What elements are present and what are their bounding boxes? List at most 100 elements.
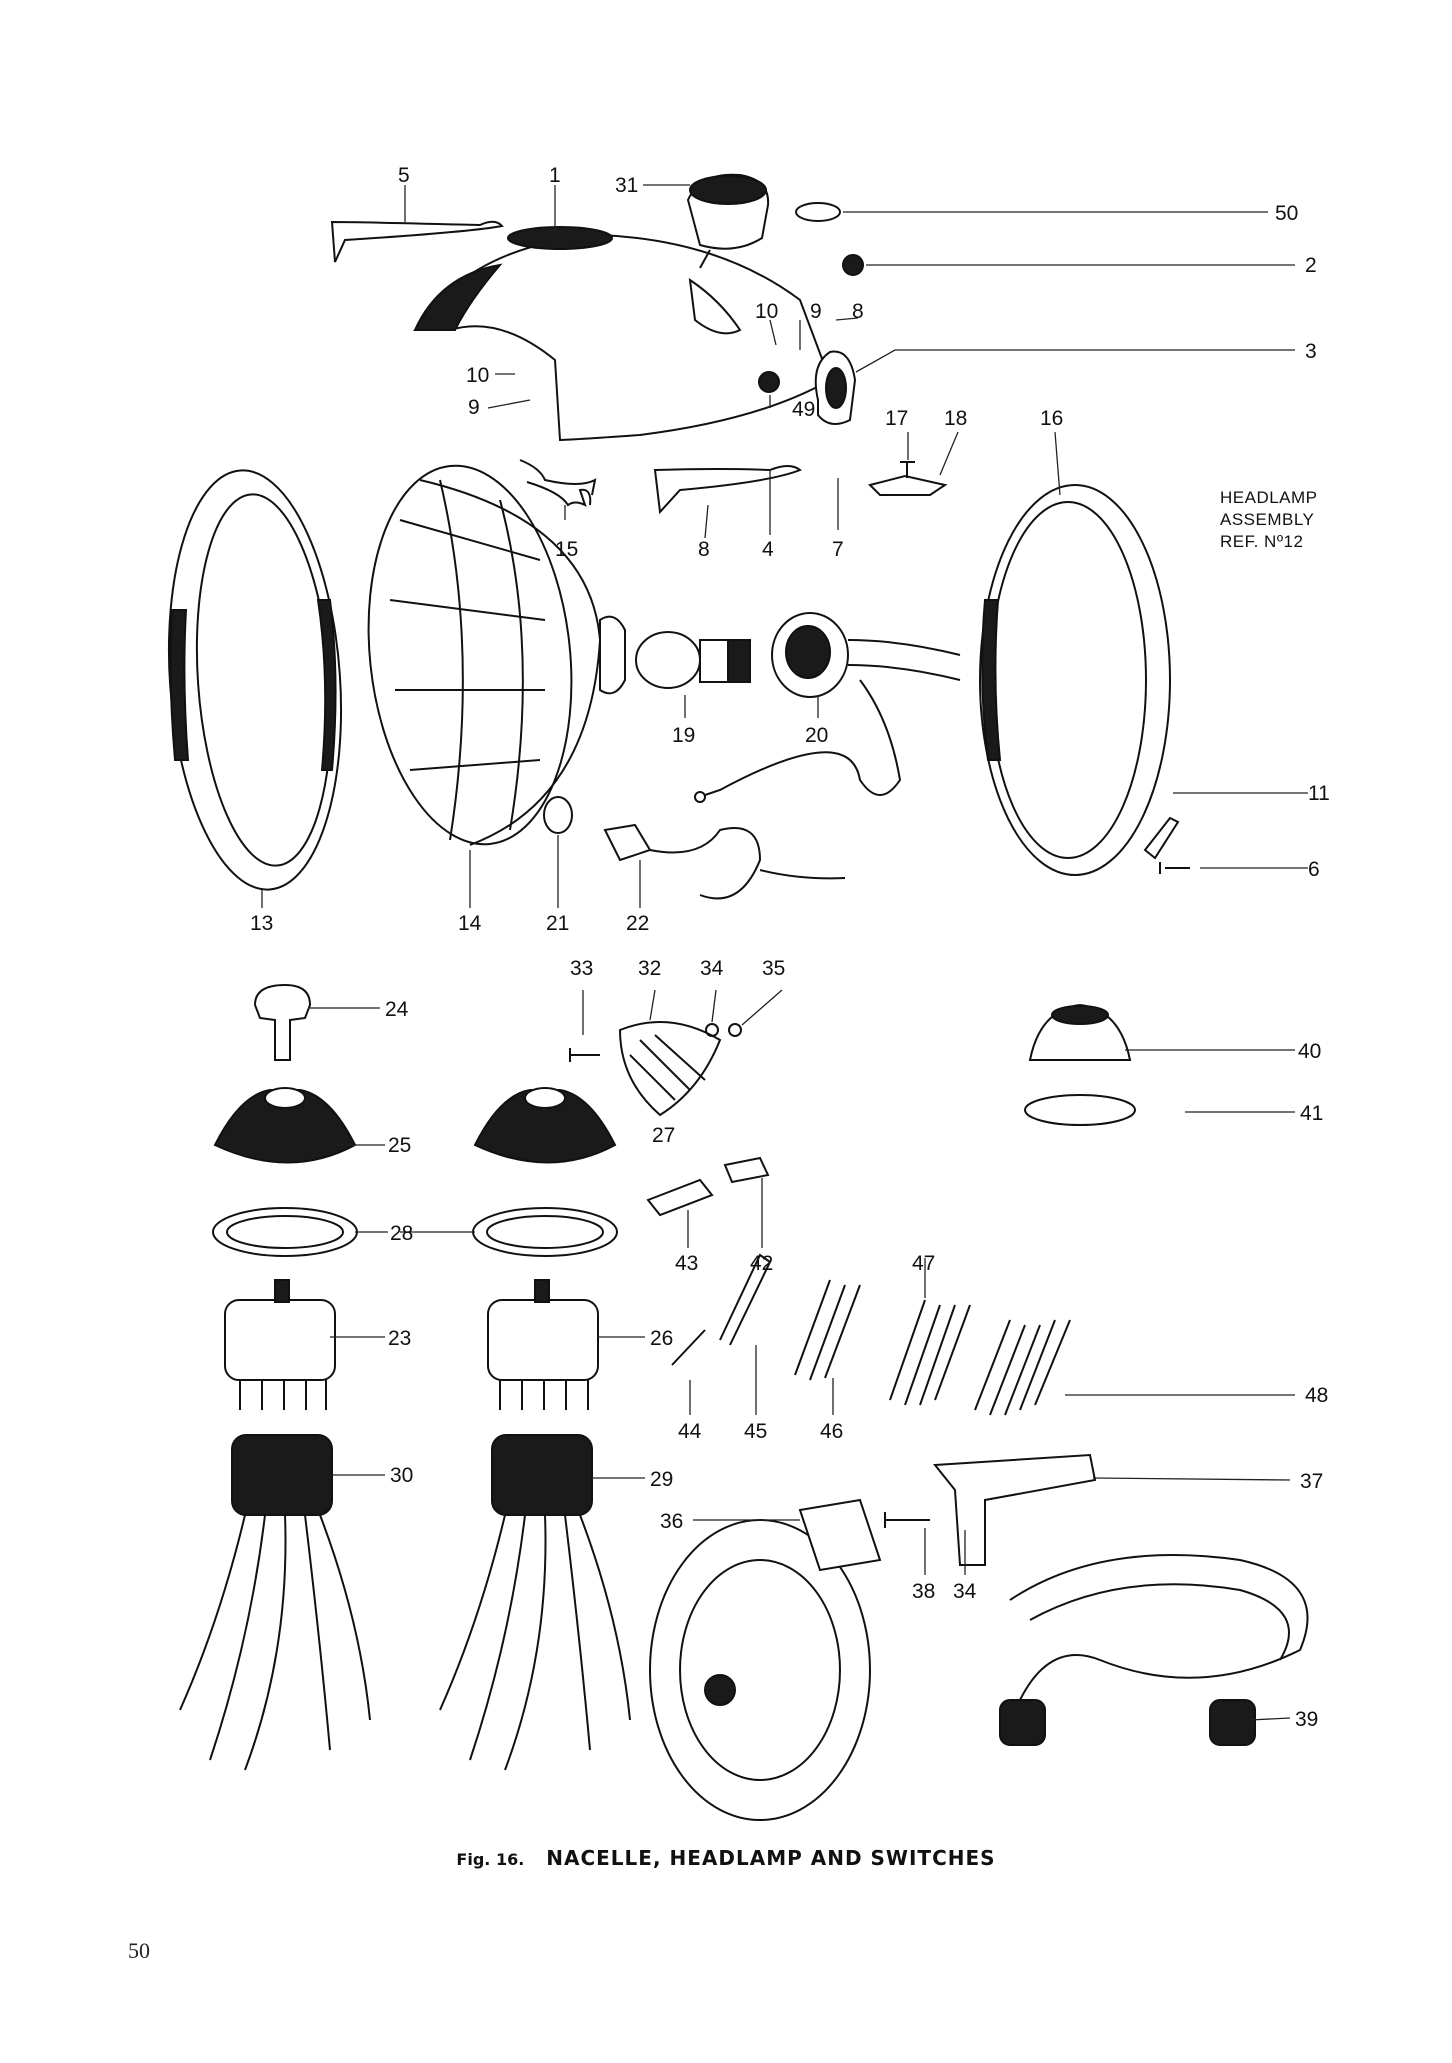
wire-clip	[519, 459, 597, 496]
part-label: 17	[885, 407, 908, 430]
part-label: 30	[390, 1464, 413, 1487]
part-label: 34	[953, 1580, 977, 1603]
part-label: 25	[388, 1134, 411, 1157]
headlamp-assembly-note: HEADLAMP ASSEMBLY REF. Nº12	[1220, 488, 1318, 551]
part-label: 48	[1305, 1384, 1328, 1407]
part-label: 20	[805, 724, 828, 747]
blanking-plug	[795, 202, 841, 222]
lighting-harness	[439, 1434, 631, 1771]
part-label: 36	[660, 1510, 683, 1533]
screw	[1159, 862, 1190, 874]
part-label: 14	[458, 912, 482, 935]
part-label: 7	[832, 538, 844, 561]
part-label: 4	[762, 538, 774, 561]
part-label: 31	[615, 174, 638, 197]
part-label: 38	[912, 1580, 935, 1603]
part-label: 3	[1305, 340, 1317, 363]
speedometer-head	[686, 173, 770, 269]
dipper-cup	[1024, 1003, 1136, 1126]
part-label: 9	[468, 396, 480, 419]
nacelle-trim-left	[330, 220, 504, 263]
switch-bezel	[814, 350, 857, 425]
part-label: 8	[698, 538, 710, 561]
part-label: 43	[675, 1252, 698, 1275]
part-label: 24	[385, 998, 409, 1021]
part-label: 13	[250, 912, 273, 935]
nacelle-trim-right	[653, 465, 802, 515]
grommet	[842, 254, 864, 276]
part-label: 8	[852, 300, 864, 323]
part-label: 29	[650, 1468, 673, 1491]
lighting-switch	[487, 1279, 599, 1410]
part-label: 41	[1300, 1102, 1323, 1125]
part-label: 19	[672, 724, 695, 747]
part-label: 2	[1305, 254, 1317, 277]
rear-shell	[979, 484, 1171, 876]
ignition-switch	[224, 1279, 336, 1410]
part-label: 46	[820, 1420, 843, 1443]
part-label: 49	[792, 398, 815, 421]
part-label: 37	[1300, 1470, 1323, 1493]
bracket-clip	[868, 474, 948, 496]
horn-bolt	[884, 1512, 930, 1528]
part-label: 9	[810, 300, 822, 323]
ignition-harness	[179, 1434, 371, 1771]
assembly-note-line: ASSEMBLY	[1220, 510, 1314, 529]
switch-cover-left	[213, 1087, 357, 1164]
figure-caption: Fig. 16. NACELLE, HEADLAMP AND SWITCHES	[0, 1846, 1452, 1870]
part-label: 35	[762, 957, 785, 980]
washer	[728, 1023, 742, 1037]
nacelle-shell	[413, 226, 832, 442]
main-bulb	[635, 631, 751, 689]
grille-screw	[569, 1048, 600, 1062]
part-label: 10	[466, 364, 489, 387]
part-label: 44	[678, 1420, 702, 1443]
front-rim	[167, 469, 343, 891]
part-label: 18	[944, 407, 967, 430]
horn-bracket	[933, 1453, 1097, 1566]
wire-sleeves	[671, 1253, 1071, 1416]
part-label: 10	[755, 300, 778, 323]
part-label: 16	[1040, 407, 1063, 430]
part-labels: 5 1 31 50 2 3 10 9 8 10 9 49 17 18 16 15…	[250, 164, 1330, 1731]
part-label: 45	[744, 1420, 767, 1443]
leader-lines	[261, 184, 1308, 1721]
bulb-holder-adaptor	[694, 612, 961, 803]
part-label: 27	[652, 1124, 675, 1147]
pilot-bulb-and-holder	[543, 796, 846, 900]
part-label: 26	[650, 1327, 673, 1350]
part-label: 40	[1298, 1040, 1321, 1063]
assembly-note-line: REF. Nº12	[1220, 532, 1303, 551]
switch-cover-right	[473, 1087, 617, 1164]
part-label: 23	[388, 1327, 411, 1350]
part-label: 42	[750, 1252, 773, 1275]
part-label: 32	[638, 957, 661, 980]
part-label: 39	[1295, 1708, 1318, 1731]
light-unit	[367, 464, 626, 846]
clip	[1143, 816, 1180, 860]
page-number: 50	[128, 1938, 150, 1963]
part-label: 6	[1308, 858, 1320, 881]
part-label: 15	[555, 538, 578, 561]
figure-title: NACELLE, HEADLAMP AND SWITCHES	[546, 1846, 996, 1870]
part-label: 5	[398, 164, 410, 187]
part-label: 1	[549, 164, 561, 187]
part-label: 34	[700, 957, 724, 980]
connectors	[646, 1156, 770, 1217]
part-label: 11	[1308, 782, 1330, 805]
part-label: 47	[912, 1252, 935, 1275]
part-label: 28	[390, 1222, 413, 1245]
spring-clip	[526, 481, 592, 507]
part-label: 22	[626, 912, 649, 935]
part-label: 33	[570, 957, 593, 980]
main-harness	[999, 1554, 1309, 1746]
horn-grille	[618, 1021, 722, 1117]
assembly-note-line: HEADLAMP	[1220, 488, 1318, 507]
part-label: 50	[1275, 202, 1298, 225]
ignition-key	[253, 983, 312, 1061]
horn	[649, 1498, 882, 1821]
adjusting-screw	[900, 461, 915, 478]
part-label: 21	[546, 912, 569, 935]
figure-number: Fig. 16.	[456, 1850, 525, 1869]
